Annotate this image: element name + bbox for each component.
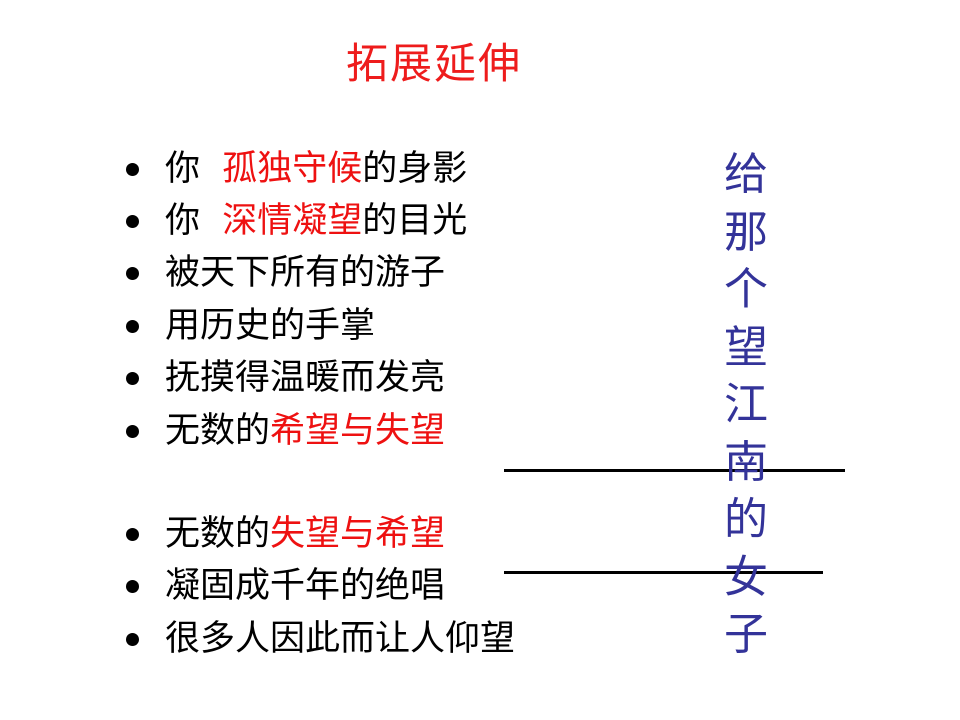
bullet-item: 凝固成千年的绝唱: [126, 560, 445, 612]
vertical-char: 女: [724, 551, 768, 603]
text-segment: 的身影: [362, 149, 468, 189]
vertical-char: 那: [724, 206, 768, 258]
bullet-text: 抚摸得温暖而发亮: [165, 352, 445, 404]
text-segment: 无数的: [165, 411, 271, 451]
text-segment: 你: [165, 149, 223, 189]
bullet-item: 你 孤独守候 的身影: [126, 143, 467, 195]
text-segment: 的目光: [362, 201, 468, 241]
text-segment: 凝固成千年的绝唱: [165, 566, 446, 606]
text-segment: 很多人因此而让人仰望: [165, 619, 516, 659]
text-segment: 抚摸得温暖而发亮: [165, 358, 446, 398]
bullet-dot-icon: [126, 527, 139, 541]
vertical-char: 南: [724, 436, 768, 488]
bullet-dot-icon: [126, 319, 139, 333]
vertical-char: 望: [724, 321, 768, 373]
vertical-char: 江: [724, 379, 768, 430]
bullet-dot-icon: [126, 579, 139, 593]
bullet-item: 无数的 失望与希望: [126, 508, 445, 560]
bullet-item: 被天下所有的游子: [126, 247, 445, 299]
text-segment: 无数的: [165, 514, 271, 554]
bullet-text: 用历史的手掌: [165, 300, 375, 352]
bullet-dot-icon: [126, 214, 139, 228]
bullet-text: 你 深情凝望 的目光: [165, 195, 467, 247]
highlight-segment: 孤独守候: [222, 149, 363, 189]
bullet-dot-icon: [126, 632, 139, 646]
answer-blank-line-1: [504, 469, 845, 472]
answer-blank-line-2: [504, 571, 823, 574]
bullet-text: 无数的 失望与希望: [165, 508, 445, 560]
bullet-text: 你 孤独守候 的身影: [165, 143, 467, 195]
bullet-text: 很多人因此而让人仰望: [165, 613, 515, 665]
text-segment: 你: [165, 201, 223, 241]
bullet-text: 被天下所有的游子: [165, 247, 445, 299]
bullet-item: 你 深情凝望 的目光: [126, 195, 467, 247]
bullet-text: 凝固成千年的绝唱: [165, 560, 445, 612]
vertical-char: 的: [724, 494, 768, 545]
text-segment: 用历史的手掌: [165, 306, 376, 346]
bullet-dot-icon: [126, 266, 139, 280]
text-segment: 被天下所有的游子: [165, 253, 446, 293]
highlight-segment: 深情凝望: [222, 201, 363, 241]
bullet-dot-icon: [126, 424, 139, 438]
bullet-dot-icon: [126, 371, 139, 385]
slide-title: 拓展延伸: [346, 39, 523, 88]
bullet-item: 抚摸得温暖而发亮: [126, 352, 445, 404]
bullet-item: 用历史的手掌: [126, 300, 375, 352]
highlight-segment: 希望与失望: [270, 411, 446, 451]
bullet-item: 无数的 希望与失望: [126, 405, 445, 457]
bullet-text: 无数的 希望与失望: [165, 405, 445, 457]
bullet-dot-icon: [126, 162, 139, 176]
vertical-char: 个: [724, 264, 768, 315]
vertical-poem-title: 给 那 个 望 江 南 的 女 子: [721, 146, 771, 664]
vertical-char: 子: [724, 609, 768, 660]
vertical-char: 给: [724, 149, 768, 200]
highlight-segment: 失望与希望: [270, 514, 446, 554]
bullet-item: 很多人因此而让人仰望: [126, 613, 515, 665]
